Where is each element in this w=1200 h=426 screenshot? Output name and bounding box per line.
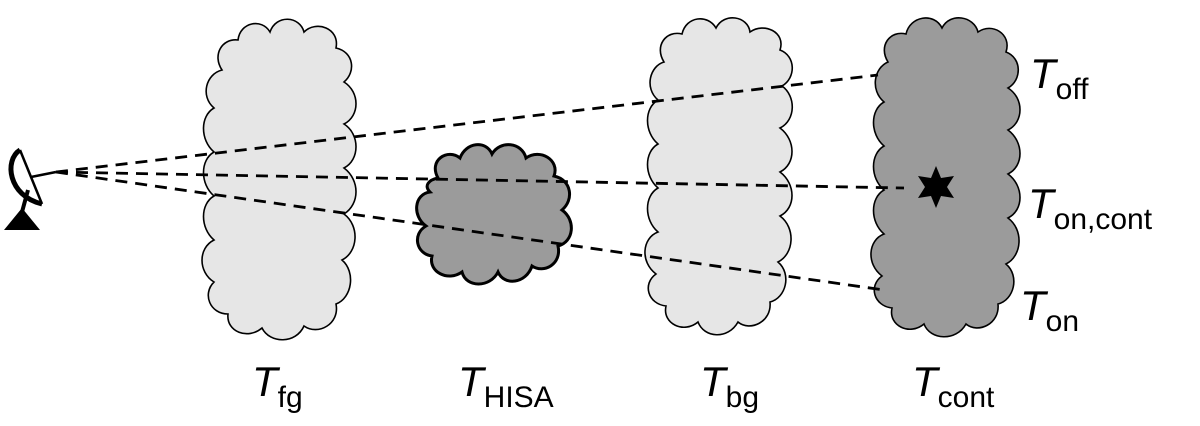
label-t-cont: Tcont bbox=[912, 358, 995, 414]
label-t-hisa: THISA bbox=[458, 358, 554, 414]
star-icon bbox=[918, 166, 954, 208]
label-t-fg: Tfg bbox=[252, 358, 303, 414]
label-t-on-cont: Ton,cont bbox=[1028, 180, 1153, 236]
label-t-on: Ton bbox=[1020, 282, 1079, 338]
label-t-bg: Tbg bbox=[700, 358, 759, 414]
foreground-cloud bbox=[201, 18, 357, 341]
radio-telescope-icon bbox=[4, 147, 57, 230]
continuum-cloud bbox=[870, 17, 1021, 338]
background-cloud bbox=[644, 17, 794, 336]
lines-of-sight bbox=[55, 73, 905, 292]
label-t-off: Toff bbox=[1030, 50, 1089, 106]
line-of-sight-on-cont bbox=[55, 170, 905, 190]
line-of-sight-off bbox=[55, 73, 879, 174]
hisa-cloud bbox=[415, 143, 573, 286]
